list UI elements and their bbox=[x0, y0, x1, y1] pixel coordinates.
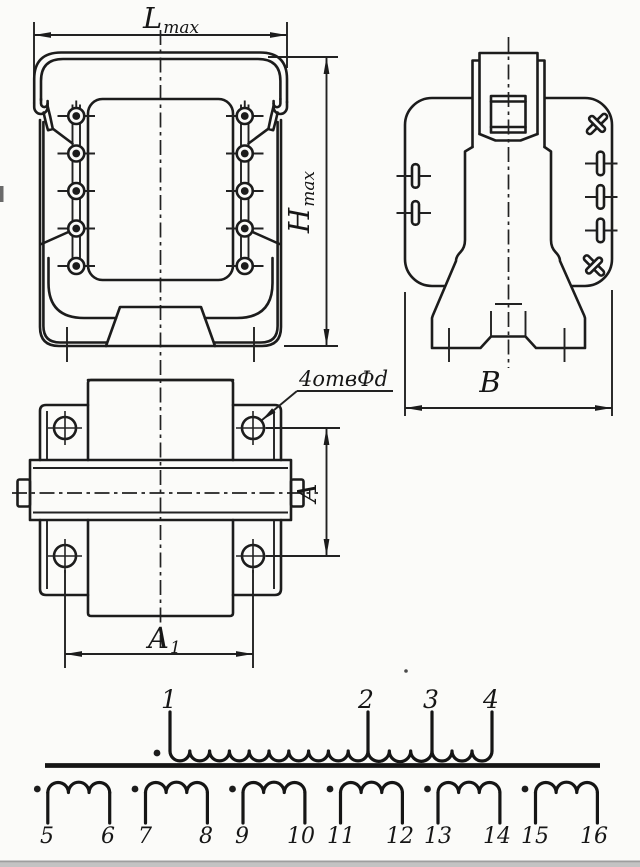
hole-note: 4отвФd bbox=[261, 367, 393, 421]
top-coil bbox=[86, 378, 235, 618]
terminal-label-16: 16 bbox=[580, 824, 608, 849]
hole bbox=[236, 539, 270, 573]
dim-a1-label: A1 bbox=[145, 621, 181, 658]
side-foot-details bbox=[448, 303, 566, 362]
terminal-label-12: 12 bbox=[386, 824, 414, 849]
side-view: В bbox=[396, 37, 618, 416]
front-case bbox=[38, 118, 283, 362]
dimension-a1: A1 bbox=[64, 570, 254, 668]
terminal-label-15: 15 bbox=[521, 824, 549, 849]
polarity-dot bbox=[153, 749, 161, 757]
scan-artifacts bbox=[0, 186, 640, 867]
polarity-dot bbox=[326, 785, 334, 793]
front-terminals-right bbox=[226, 100, 264, 276]
side-bracket bbox=[430, 145, 587, 350]
secondary-winding-5: 13 14 bbox=[424, 780, 511, 849]
front-strap bbox=[32, 51, 289, 132]
polarity-dot bbox=[424, 785, 431, 793]
dimension-lmax: Lmax bbox=[33, 1, 288, 88]
side-pins-right bbox=[585, 150, 618, 244]
polarity-dot bbox=[131, 785, 139, 793]
hole bbox=[48, 539, 82, 573]
hole bbox=[48, 411, 82, 445]
dimension-a: A bbox=[266, 427, 340, 557]
polarity-dot bbox=[33, 785, 41, 793]
dim-lmax-label: Lmax bbox=[142, 1, 200, 38]
secondary-winding-6: 15 16 bbox=[521, 780, 608, 849]
terminal-label-10: 10 bbox=[287, 824, 315, 849]
dim-b-label: В bbox=[478, 365, 500, 399]
dimension-hmax: Hmax bbox=[268, 56, 338, 347]
side-coil-outline bbox=[403, 96, 614, 288]
secondary-winding-3: 9 10 bbox=[229, 780, 315, 849]
front-view: Lmax Hmax bbox=[32, 1, 338, 648]
front-bottom-tab bbox=[104, 305, 217, 348]
terminal-label-8: 8 bbox=[199, 824, 213, 849]
top-core-bar bbox=[16, 458, 305, 522]
terminal-label-9: 9 bbox=[235, 824, 249, 849]
terminal-label-2: 2 bbox=[357, 685, 374, 714]
dim-hmax-label: Hmax bbox=[282, 171, 319, 235]
pin-row-right bbox=[226, 106, 264, 276]
polarity-dot bbox=[229, 785, 236, 793]
mounting-holes bbox=[48, 411, 270, 573]
terminal-label-4: 4 bbox=[482, 685, 499, 714]
terminal-label-7: 7 bbox=[138, 824, 152, 849]
pin-row-left bbox=[57, 106, 95, 276]
secondary-winding-1: 5 6 bbox=[33, 780, 115, 849]
cross-mark-bottom bbox=[582, 254, 606, 277]
hole-note-label: 4отвФd bbox=[298, 367, 388, 391]
terminal-label-11: 11 bbox=[327, 824, 355, 849]
front-coil bbox=[86, 97, 235, 282]
terminal-label-3: 3 bbox=[423, 685, 439, 714]
terminal-label-6: 6 bbox=[101, 824, 115, 849]
winding-schematic: 1 2 3 4 5 6 7 8 9 10 bbox=[33, 685, 608, 849]
secondary-winding-2: 7 8 bbox=[131, 780, 213, 849]
terminal-label-1: 1 bbox=[161, 685, 177, 714]
dimension-b: В bbox=[404, 290, 613, 416]
front-terminals-left bbox=[57, 100, 95, 276]
cross-mark-top bbox=[585, 112, 609, 136]
dim-a-label: A bbox=[293, 484, 323, 505]
top-flange-left bbox=[38, 403, 90, 597]
secondary-winding-4: 11 12 bbox=[326, 780, 414, 849]
side-pins-left bbox=[396, 162, 431, 226]
terminal-label-13: 13 bbox=[424, 824, 452, 849]
hole bbox=[236, 411, 270, 445]
terminal-label-14: 14 bbox=[483, 824, 511, 849]
top-view: 4отвФd A A1 bbox=[12, 367, 393, 668]
polarity-dot bbox=[521, 785, 529, 793]
terminal-label-5: 5 bbox=[40, 824, 54, 849]
primary-winding: 1 2 3 4 bbox=[153, 685, 499, 764]
